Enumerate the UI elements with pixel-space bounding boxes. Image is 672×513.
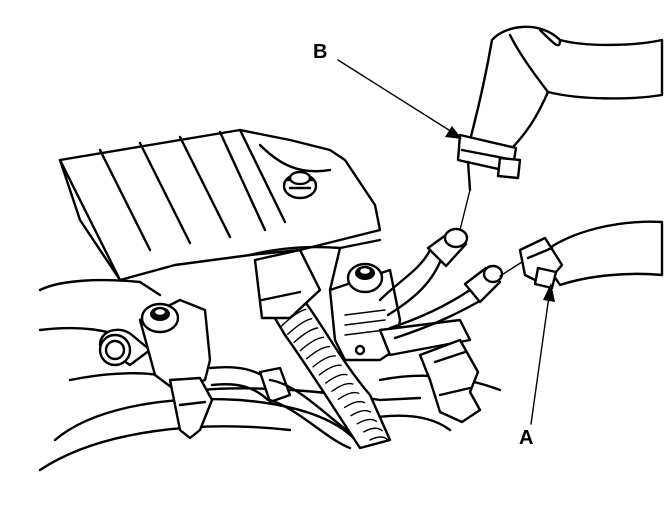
conduit-rib — [305, 345, 331, 360]
conduit-rib — [350, 409, 372, 417]
intake-cover — [58, 128, 382, 292]
conduit-rib — [356, 418, 377, 425]
left-bracket — [138, 298, 214, 440]
conduit-rib — [299, 336, 325, 352]
alignment-line-a — [499, 261, 523, 277]
left-pipe-stub — [98, 328, 152, 367]
leader-line-a — [530, 283, 555, 425]
pipe-nipples — [378, 227, 504, 340]
conduit-rib — [318, 364, 342, 376]
lower-casting — [38, 278, 502, 472]
conduit-rib — [293, 327, 319, 344]
conduit-rib — [362, 427, 383, 433]
small-hose-left — [208, 366, 362, 450]
hose-clamp-upper — [456, 133, 522, 192]
centre-bracket — [328, 262, 472, 362]
corrugated-conduit — [253, 248, 392, 450]
leader-line-b — [337, 59, 462, 139]
conduit-rib — [369, 436, 389, 441]
callout-label-b: B — [313, 41, 328, 63]
conduit-rib — [331, 382, 354, 392]
right-clip — [418, 338, 482, 424]
conduit-rib — [312, 355, 336, 368]
alignment-line — [459, 189, 471, 231]
conduit-rib — [337, 391, 360, 401]
conduit-rib — [324, 373, 348, 384]
hose-upper — [468, 25, 664, 152]
callout-label-a: A — [519, 427, 534, 449]
hose-lower — [538, 220, 664, 287]
hose-clamp-lower — [518, 236, 564, 290]
conduit-rib — [343, 400, 366, 409]
conduit-rib — [286, 317, 313, 335]
